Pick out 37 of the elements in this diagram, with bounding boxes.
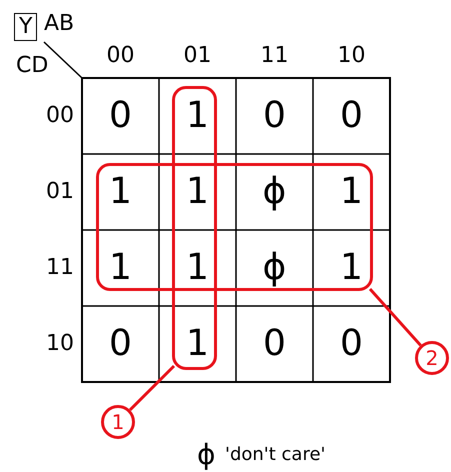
column-header: 11	[260, 45, 288, 67]
legend-symbol: ϕ	[197, 441, 216, 469]
row-header: 01	[46, 181, 74, 203]
cell-value: 1	[186, 250, 209, 286]
grouping-loop	[96, 163, 373, 291]
callout-circle	[101, 405, 135, 439]
cell-value: ϕ	[262, 174, 286, 210]
row-variables: CD	[16, 55, 48, 77]
callout-number: 1	[112, 412, 124, 432]
cell-value: 1	[109, 250, 132, 286]
column-header: 01	[184, 45, 212, 67]
column-header: 10	[338, 45, 366, 67]
cell-value: 1	[186, 98, 209, 134]
cell-value: 0	[109, 326, 132, 362]
leader-line	[128, 364, 176, 412]
row-header: 10	[46, 333, 74, 355]
cell-value: 1	[340, 250, 363, 286]
cell-value: 0	[263, 326, 286, 362]
leader-line	[368, 288, 422, 346]
grouping-loop	[172, 86, 217, 370]
column-header: 00	[106, 45, 134, 67]
column-variables: AB	[44, 13, 74, 35]
cell-value: 1	[186, 174, 209, 210]
row-header: 11	[46, 257, 74, 279]
cell-value: 1	[109, 174, 132, 210]
cell-value: 1	[186, 326, 209, 362]
row-header: 00	[46, 105, 74, 127]
cell-value: ϕ	[262, 250, 286, 286]
cell-value: 0	[340, 326, 363, 362]
cell-value: 0	[109, 98, 132, 134]
callout-number: 2	[426, 348, 438, 368]
cell-value: 0	[340, 98, 363, 134]
callout-circle	[415, 341, 449, 375]
legend-text: 'don't care'	[225, 446, 326, 464]
cell-value: 0	[263, 98, 286, 134]
output-variable: Y	[14, 13, 38, 41]
cell-value: 1	[340, 174, 363, 210]
